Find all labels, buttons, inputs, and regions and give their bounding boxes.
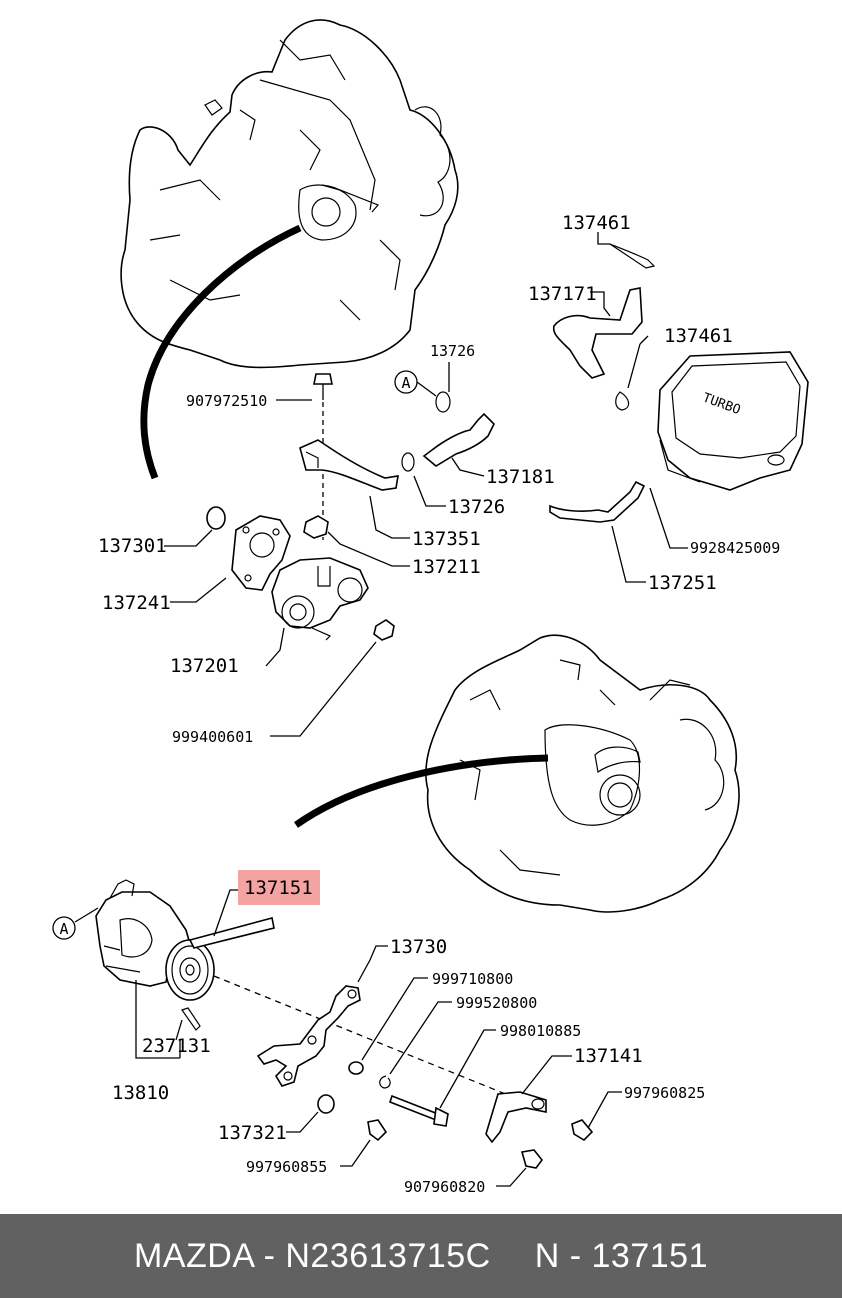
- vacuum-pump-group: [95, 879, 594, 1169]
- footer-part-number: MAZDA - N23613715C: [134, 1236, 491, 1275]
- label-137461-mid[interactable]: 137461: [664, 325, 733, 347]
- label-13726-top[interactable]: 13726: [430, 342, 475, 360]
- label-137181[interactable]: 137181: [486, 466, 555, 488]
- highlight-137151: [238, 870, 320, 905]
- label-137251[interactable]: 137251: [648, 572, 717, 594]
- label-137211[interactable]: 137211: [412, 556, 481, 578]
- label-137241[interactable]: 137241: [102, 592, 171, 614]
- label-907972510[interactable]: 907972510: [186, 392, 267, 410]
- parts-diagram: TURBO: [52, 19, 809, 1196]
- callout-a-top: A: [394, 370, 437, 397]
- svg-text:A: A: [59, 920, 68, 938]
- label-137141[interactable]: 137141: [574, 1045, 643, 1067]
- turbo-box-group: TURBO: [549, 243, 809, 523]
- label-999710800[interactable]: 999710800: [432, 970, 513, 988]
- label-999520800[interactable]: 999520800: [456, 994, 537, 1012]
- callout-a-bottom: A: [52, 907, 99, 940]
- label-137201[interactable]: 137201: [170, 655, 239, 677]
- svg-text:A: A: [401, 374, 410, 392]
- label-137151[interactable]: 137151: [244, 877, 313, 899]
- label-9928425009[interactable]: 9928425009: [690, 539, 780, 557]
- footer-reference: N - 137151: [534, 1236, 708, 1275]
- label-137301[interactable]: 137301: [98, 535, 167, 557]
- engine-top-illustration: [120, 19, 459, 480]
- footer-bar: MAZDA - N23613715C N - 137151: [0, 1214, 842, 1298]
- label-137321[interactable]: 137321: [218, 1122, 287, 1144]
- label-999400601[interactable]: 999400601: [172, 728, 253, 746]
- part-labels: 137461 137171 137461 13726 907972510 137…: [98, 212, 780, 1196]
- label-137351[interactable]: 137351: [412, 528, 481, 550]
- egr-parts-group: [206, 373, 495, 641]
- label-997960825[interactable]: 997960825: [624, 1084, 705, 1102]
- label-13730[interactable]: 13730: [390, 936, 447, 958]
- leader-lines: [135, 232, 688, 1187]
- label-997960855[interactable]: 997960855: [246, 1158, 327, 1176]
- label-137461-top[interactable]: 137461: [562, 212, 631, 234]
- label-13810[interactable]: 13810: [112, 1082, 169, 1104]
- label-137171[interactable]: 137171: [528, 283, 597, 305]
- label-907960820[interactable]: 907960820: [404, 1178, 485, 1196]
- label-998010885[interactable]: 998010885: [500, 1022, 581, 1040]
- engine-mid-illustration: [293, 634, 740, 913]
- label-13726-bottom[interactable]: 13726: [448, 496, 505, 518]
- label-237131[interactable]: 237131: [142, 1035, 211, 1057]
